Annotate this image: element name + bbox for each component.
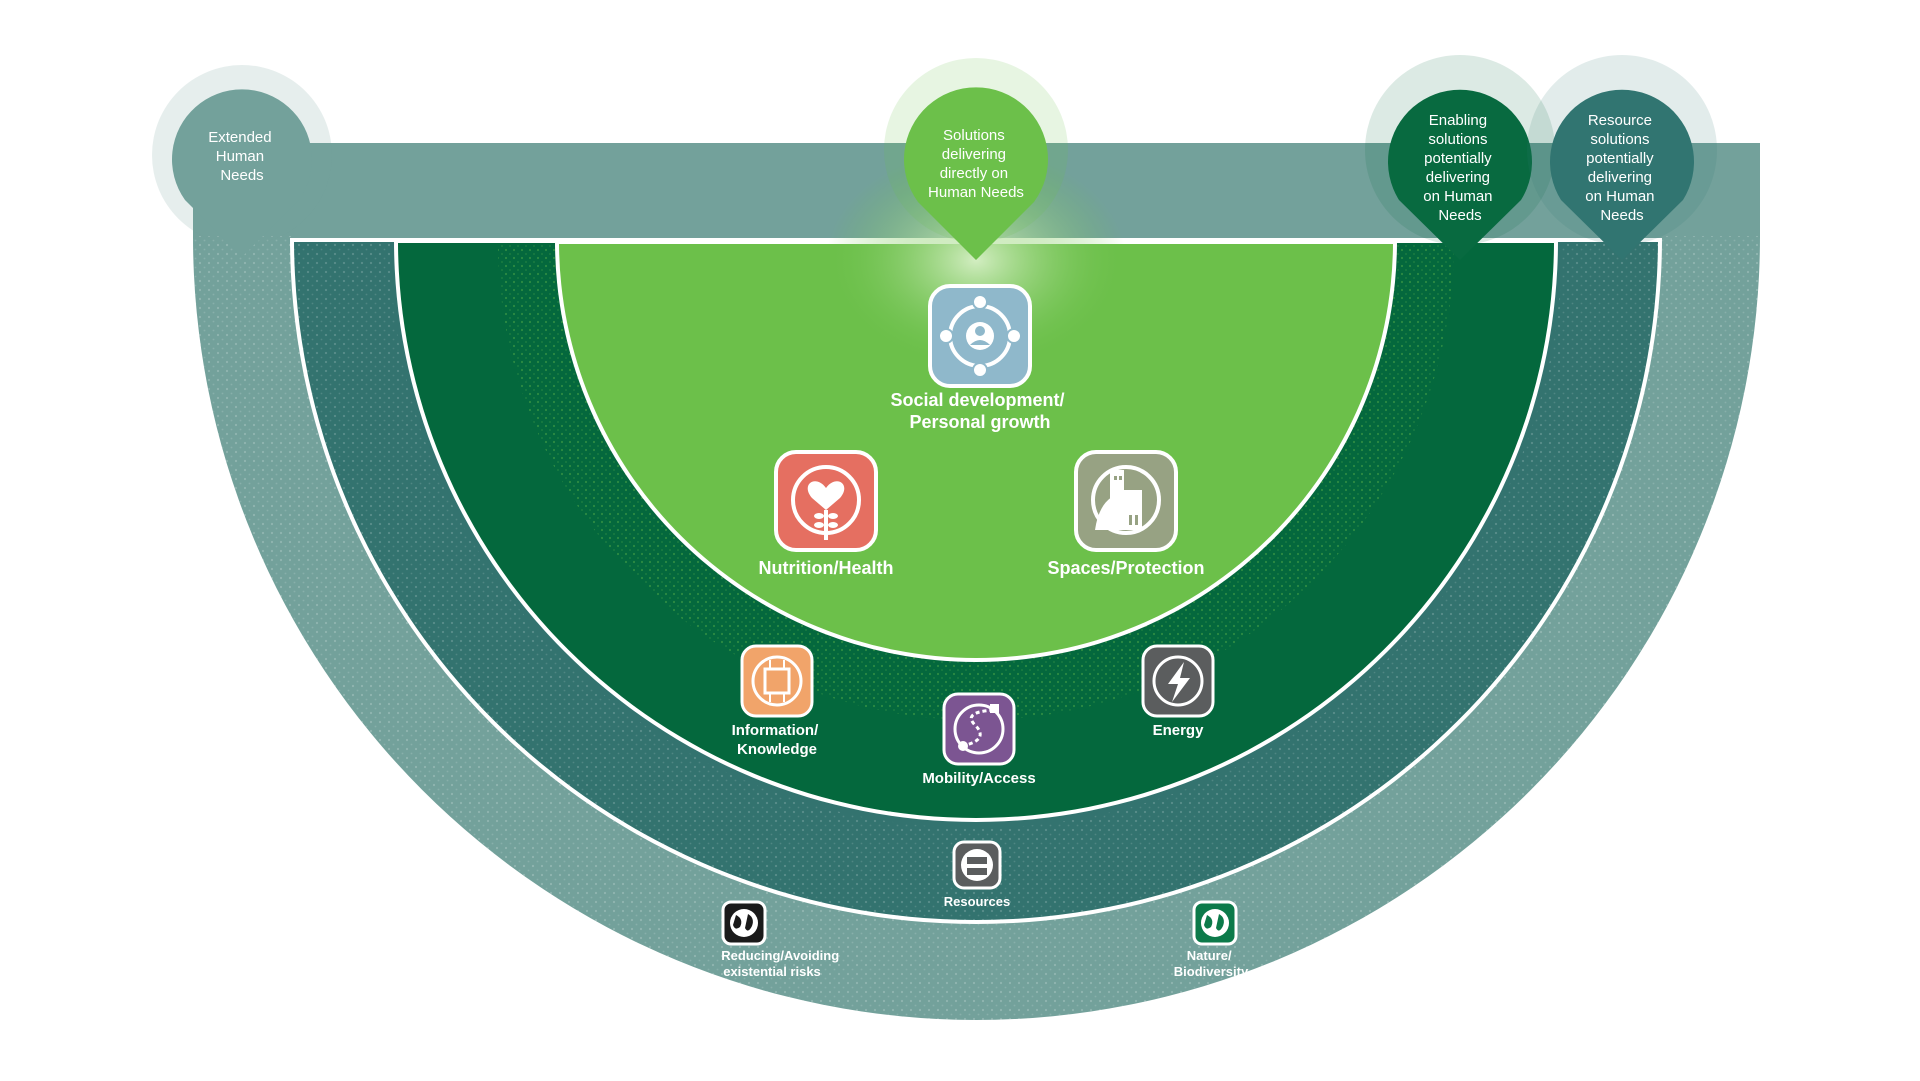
pin-enabling-solutions: Enabling solutions potentially deliverin… <box>1365 55 1555 260</box>
extended-needs-band-dots <box>193 236 1760 1020</box>
pin-solutions-shape <box>904 87 1048 260</box>
buildings-icon <box>1074 450 1178 552</box>
item-information-knowledge: Information/ Knowledge <box>732 644 823 758</box>
lightning-bolt-icon <box>1141 644 1215 718</box>
item-existential-risks: Reducing/Avoiding existential risks <box>721 900 843 979</box>
existential-risks-label: Reducing/Avoiding existential risks <box>721 948 843 979</box>
direct-solutions-core <box>559 244 1393 658</box>
information-knowledge-label: Information/ Knowledge <box>732 722 823 758</box>
nature-biodiversity-label: Nature/ Biodiversity <box>1174 948 1249 979</box>
pin-extended-human-needs: Extended Human Needs <box>152 65 332 257</box>
globe-risk-icon <box>721 900 767 946</box>
item-nature-biodiversity: Nature/ Biodiversity <box>1174 900 1249 979</box>
item-resources: Resources <box>944 840 1010 909</box>
wheat-heart-icon <box>774 450 878 552</box>
resources-label: Resources <box>944 894 1010 909</box>
spaces-protection-label: Spaces/Protection <box>1047 558 1204 578</box>
item-social-development: Social development/ Personal growth <box>890 284 1069 432</box>
pin-resource-shape <box>1550 89 1694 260</box>
item-energy: Energy <box>1141 644 1215 739</box>
item-spaces-protection: Spaces/Protection <box>1047 450 1205 578</box>
pin-solutions-direct: Solutions delivering directly on Human N… <box>884 58 1068 260</box>
pin-enabling-shape <box>1388 89 1533 260</box>
energy-label: Energy <box>1153 722 1205 739</box>
circuit-chip-icon <box>740 644 814 718</box>
resource-band-dots <box>294 242 1658 920</box>
pin-extended-label: Extended Human Needs <box>208 129 276 184</box>
person-network-icon <box>928 284 1032 388</box>
item-nutrition-health: Nutrition/Health <box>759 450 894 578</box>
pin-enabling-label: Enabling solutions potentially deliverin… <box>1423 112 1496 224</box>
social-development-label: Social development/ Personal growth <box>890 390 1069 432</box>
materials-icon <box>952 840 1002 890</box>
pin-extended-shape <box>172 89 313 257</box>
nutrition-health-label: Nutrition/Health <box>759 558 894 578</box>
item-mobility-access: Mobility/Access <box>922 692 1036 787</box>
pin-resource-label: Resource solutions potentially deliverin… <box>1585 112 1658 224</box>
pin-solutions-label: Solutions delivering directly on Human N… <box>928 127 1024 201</box>
mobility-access-label: Mobility/Access <box>922 770 1035 787</box>
globe-nature-icon <box>1192 900 1238 946</box>
pin-resource-solutions: Resource solutions potentially deliverin… <box>1527 55 1717 260</box>
route-icon <box>942 692 1016 766</box>
enabling-band-dots <box>498 243 1454 720</box>
